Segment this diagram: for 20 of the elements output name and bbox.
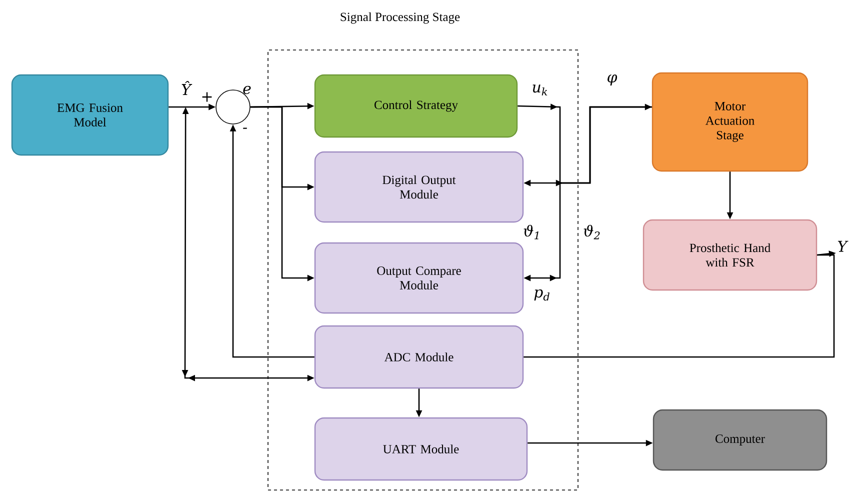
computer-box: Computer xyxy=(652,409,828,471)
sign-symbol: - xyxy=(243,128,247,129)
sign-symbol: + xyxy=(202,92,212,102)
module-box: Output Compare Module xyxy=(314,242,524,314)
stage-box: Motor Actuation Stage xyxy=(652,72,808,172)
signal-symbol: u$_{k}$ xyxy=(532,84,548,96)
signal-symbol: φ xyxy=(608,74,618,86)
signal-symbol: ϑ$_{1}$ xyxy=(524,224,538,240)
signal-symbol: e xyxy=(243,86,251,94)
strategy-box: Control Strategy xyxy=(314,74,518,138)
signal-symbol: p$_{d}$ xyxy=(534,289,550,301)
signal-symbol: Y xyxy=(838,240,848,252)
module-box: ADC Module xyxy=(314,325,524,389)
signal-symbol: ϑ$_{2}$ xyxy=(584,224,600,240)
module-box: Digital Output Module xyxy=(314,151,524,223)
model-box: EMG Fusion Model xyxy=(11,74,169,156)
signal-symbol: Ŷ xyxy=(182,81,192,95)
stage-title: Signal Processing Stage xyxy=(340,12,460,24)
module-box: UART Module xyxy=(314,417,528,481)
hand-box: Prosthetic Hand with FSR xyxy=(642,219,818,291)
